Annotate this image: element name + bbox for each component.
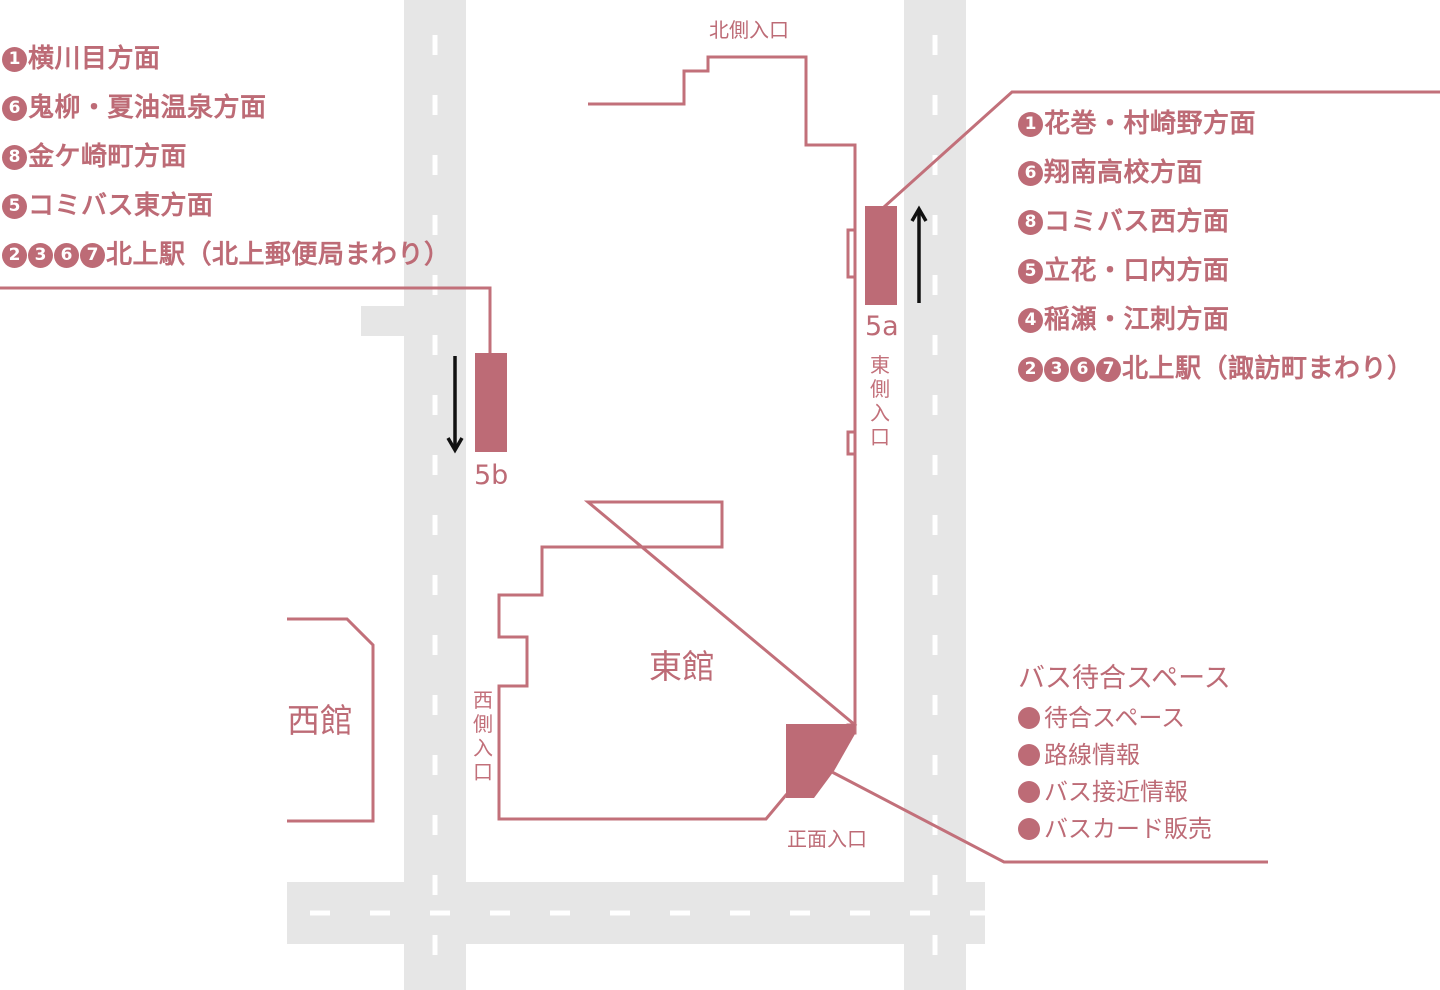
route-number-badge: 2 [1018, 357, 1043, 382]
route-number-badge: 6 [1018, 161, 1043, 186]
waiting-space-feature: 待合スペース [1018, 703, 1212, 740]
northbound-arrow-icon [910, 205, 928, 303]
route-number-badge: 5 [1018, 259, 1043, 284]
north-entrance-label: 北側入口 [709, 18, 789, 42]
route-destination: 稲瀬・江刺方面 [1044, 305, 1230, 335]
waiting-space-title: バス待合スペース [1018, 663, 1231, 694]
east-building-outline [497, 55, 858, 821]
route-destination: 花巻・村崎野方面 [1044, 109, 1257, 139]
route-destination: コミバス西方面 [1044, 207, 1230, 237]
bus-stop-5b-marker [475, 353, 507, 452]
route-number-badge: 7 [80, 243, 105, 268]
bus-stop-5b-label: 5b [474, 460, 509, 491]
waiting-space-feature-label: 待合スペース [1044, 704, 1186, 732]
route-number-badge: 3 [1044, 357, 1069, 382]
route-number-badge: 1 [1018, 112, 1043, 137]
route-destination: 金ケ崎町方面 [28, 142, 188, 172]
route-number-badge: 6 [1070, 357, 1095, 382]
bullet-icon [1018, 781, 1040, 803]
leader-line-5a [882, 90, 1440, 209]
west-building-label: 西館 [287, 701, 353, 740]
bullet-icon [1018, 818, 1040, 840]
waiting-space-feature: 路線情報 [1018, 740, 1212, 777]
route-destination: 鬼柳・夏油温泉方面 [28, 93, 267, 123]
road-east-vertical [904, 0, 966, 990]
route-destination: 北上駅（諏訪町まわり） [1122, 354, 1414, 384]
route-number-badge: 4 [1018, 308, 1043, 333]
waiting-space-feature-list: 待合スペース路線情報バス接近情報バスカード販売 [1018, 703, 1212, 851]
bus-waiting-space-block [786, 724, 855, 798]
waiting-space-feature-label: バスカード販売 [1044, 815, 1212, 843]
waiting-space-feature-label: バス接近情報 [1044, 778, 1188, 806]
waiting-space-feature: バス接近情報 [1018, 777, 1212, 814]
waiting-space-feature: バスカード販売 [1018, 814, 1212, 851]
route-destination: コミバス東方面 [28, 191, 214, 221]
leader-line-5b [0, 286, 492, 354]
route-number-badge: 3 [28, 243, 53, 268]
route-number-badge: 2 [2, 243, 27, 268]
west-entrance-label: 西側入口 [473, 688, 493, 784]
route-destination: 翔南高校方面 [1044, 158, 1204, 188]
bullet-icon [1018, 744, 1040, 766]
route-number-badge: 6 [54, 243, 79, 268]
bus-stop-5a-label: 5a [865, 311, 899, 342]
route-destination: 横川目方面 [28, 44, 161, 74]
route-number-badge: 8 [2, 145, 27, 170]
front-entrance-label: 正面入口 [787, 827, 867, 851]
route-number-badge: 1 [2, 47, 27, 72]
west-building-outline [287, 617, 375, 823]
route-number-badge: 6 [2, 96, 27, 121]
southbound-arrow-icon [446, 356, 464, 454]
road-south-horizontal [287, 882, 985, 944]
route-destination: 北上駅（北上郵便局まわり） [106, 240, 451, 270]
bus-stop-5a-marker [865, 206, 897, 305]
road-west-branch [361, 306, 404, 336]
leader-line-waiting-space [831, 770, 1268, 864]
route-number-badge: 7 [1096, 357, 1121, 382]
bullet-icon [1018, 707, 1040, 729]
route-number-badge: 8 [1018, 210, 1043, 235]
route-destination: 立花・口内方面 [1044, 256, 1230, 286]
route-number-badge: 5 [2, 194, 27, 219]
waiting-space-feature-label: 路線情報 [1044, 741, 1140, 769]
east-building-label: 東館 [649, 647, 715, 686]
east-entrance-label: 東側入口 [870, 353, 890, 449]
